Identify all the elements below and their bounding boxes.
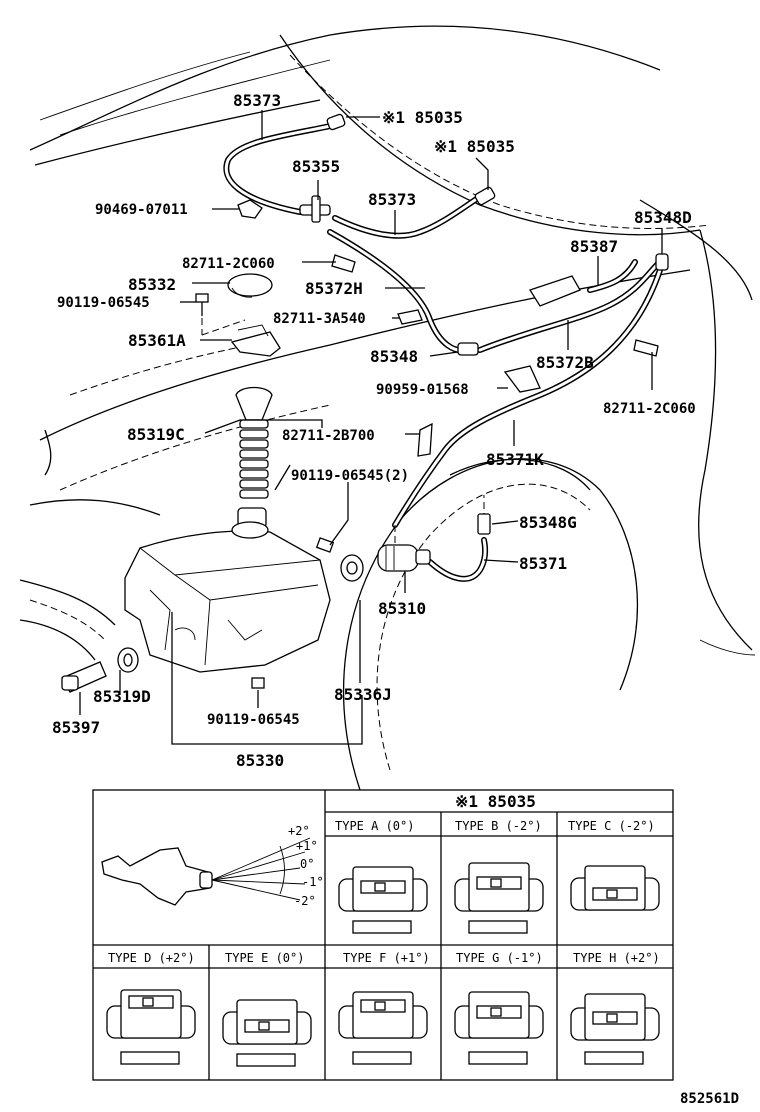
label-85371K: 85371K: [486, 450, 544, 469]
angle-plus-1: +1°: [296, 839, 318, 853]
filler-neck: [235, 386, 273, 529]
washer-hoses: [223, 122, 663, 582]
label-82711-2B700: 82711-2B700: [282, 428, 375, 444]
label-85355: 85355: [292, 157, 340, 176]
angle-zero: 0°: [300, 857, 314, 871]
label-85330: 85330: [236, 751, 284, 770]
type-e-label: TYPE E (0°): [225, 951, 304, 965]
label-85348: 85348: [370, 347, 418, 366]
diagram-code: 852561D: [680, 1091, 739, 1107]
type-b-label: TYPE B (-2°): [455, 819, 542, 833]
angle-minus-1: -1°: [302, 875, 324, 889]
type-c-label: TYPE C (-2°): [568, 819, 655, 833]
label-85332: 85332: [128, 275, 176, 294]
nozzle-type-g-drawing: [454, 991, 544, 1065]
type-a-label: TYPE A (0°): [335, 819, 414, 833]
nozzle-type-table: ※1 85035 +2° +1° 0° -1° -2° TYPE A (0°) …: [92, 789, 674, 1081]
label-82711-2C060-b: 82711-2C060: [603, 401, 696, 417]
nozzle-type-e-drawing: [222, 999, 312, 1067]
label-90119-06545-c: 90119-06545: [207, 712, 300, 728]
nozzle-type-c-drawing: [570, 865, 660, 911]
type-f-label: TYPE F (+1°): [343, 951, 430, 965]
label-85348D: 85348D: [634, 208, 692, 227]
label-85336J: 85336J: [334, 685, 392, 704]
label-85373-a: 85373: [233, 91, 281, 110]
table-header: ※1 85035: [455, 792, 536, 811]
nozzle-type-a-drawing: [338, 866, 428, 934]
label-85371: 85371: [519, 554, 567, 573]
type-d-label: TYPE D (+2°): [108, 951, 195, 965]
label-85319D: 85319D: [93, 687, 151, 706]
label-85372B: 85372B: [536, 353, 594, 372]
label-90469-07011: 90469-07011: [95, 202, 188, 218]
label-90119-06545-2: 90119-06545(2): [291, 468, 409, 484]
label-85397: 85397: [52, 718, 100, 737]
nozzle-angle-sketch: +2° +1° 0° -1° -2°: [101, 824, 324, 908]
label-82711-3A540: 82711-3A540: [273, 311, 366, 327]
washer-tank: [124, 521, 331, 673]
nozzle-type-d-drawing: [106, 989, 196, 1065]
label-85319C: 85319C: [127, 425, 185, 444]
label-85373-b: 85373: [368, 190, 416, 209]
nozzle-type-f-drawing: [338, 991, 428, 1065]
nozzle-type-b-drawing: [454, 862, 544, 934]
nozzle-type-h-drawing: [570, 993, 660, 1065]
angle-minus-2: -2°: [294, 894, 316, 908]
label-85310: 85310: [378, 599, 426, 618]
label-85361A: 85361A: [128, 331, 186, 350]
type-g-label: TYPE G (-1°): [456, 951, 543, 965]
label-90959-01568: 90959-01568: [376, 382, 469, 398]
label-85387: 85387: [570, 237, 618, 256]
label-85035-a: ※1 85035: [382, 108, 463, 127]
type-h-label: TYPE H (+2°): [573, 951, 660, 965]
leader-lines: [79, 110, 663, 745]
label-85372H: 85372H: [305, 279, 363, 298]
label-90119-06545-a: 90119-06545: [57, 295, 150, 311]
label-85348G: 85348G: [519, 513, 577, 532]
angle-plus-2: +2°: [288, 824, 310, 838]
part-labels: 85373 ※1 85035 ※1 85035 85355 85373 9046…: [52, 91, 696, 770]
label-82711-2C060-a: 82711-2C060: [182, 256, 275, 272]
label-85035-b: ※1 85035: [434, 137, 515, 156]
